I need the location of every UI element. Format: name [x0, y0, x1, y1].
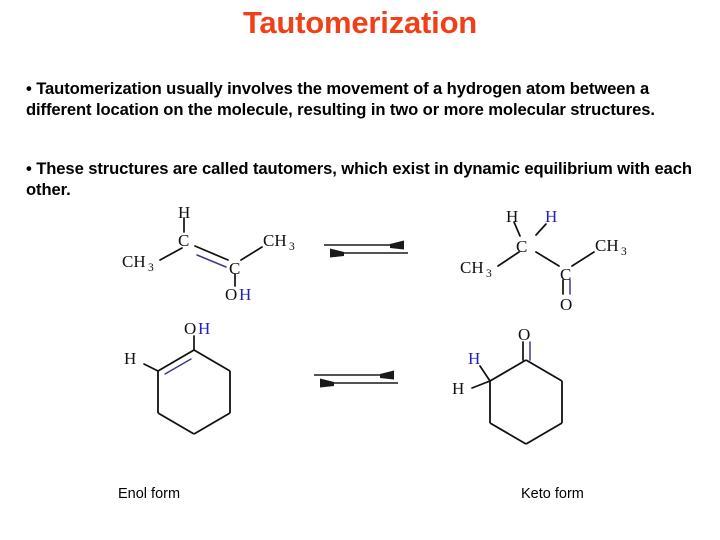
structure-enol-acyclic: CH 3 H C C CH 3 O H	[100, 203, 320, 314]
atom-ch3-left: CH	[460, 258, 484, 277]
bullet-marker: •	[26, 79, 32, 98]
atom-h-top: H	[506, 207, 518, 226]
atom-c-alpha: C	[516, 237, 527, 256]
atom-ch3-right-subscript: 3	[289, 241, 295, 253]
atom-ch3-left-subscript: 3	[148, 262, 154, 274]
label-enol-form: Enol form	[118, 486, 181, 502]
bullet-text: Tautomerization usually involves the mov…	[26, 79, 655, 119]
atom-ch3-right: CH	[263, 231, 287, 250]
atom-ch3-left: CH	[122, 252, 146, 271]
structure-enol-cyclohexene: O H H	[108, 314, 298, 444]
structure-keto-acyclic: CH 3 H H C C CH 3 O	[446, 204, 646, 319]
atom-hydrogen-vinyl: H	[124, 349, 136, 368]
atom-h-transferred: H	[545, 207, 557, 226]
atom-h-top: H	[178, 203, 190, 222]
atom-c-left: C	[178, 231, 189, 250]
atom-h-alpha: H	[452, 379, 464, 398]
atom-oxygen-hydroxyl: O	[225, 285, 237, 304]
atom-ch3-left-subscript: 3	[486, 268, 492, 280]
atom-ch3-right-subscript: 3	[621, 246, 627, 258]
equilibrium-arrows-row-1	[322, 236, 412, 264]
bullet-item-2: • These structures are called tautomers,…	[26, 158, 694, 200]
page-title: Tautomerization	[242, 5, 478, 40]
structure-keto-cyclohexanone: O H H	[446, 318, 636, 448]
label-keto-form: Keto form	[521, 486, 584, 502]
atom-hydrogen-hydroxyl: H	[239, 285, 251, 304]
bullet-marker: •	[26, 159, 32, 178]
atom-c-carbonyl: C	[560, 265, 571, 284]
atom-h-transferred: H	[468, 349, 480, 368]
atom-hydrogen-hydroxyl: H	[198, 319, 210, 338]
atom-oxygen-carbonyl: O	[560, 295, 572, 314]
bullet-item-1: • Tautomerization usually involves the m…	[26, 78, 694, 120]
atom-c-right: C	[229, 259, 240, 278]
atom-oxygen-carbonyl: O	[518, 325, 530, 344]
equilibrium-arrows-row-2	[312, 366, 402, 394]
atom-oxygen-hydroxyl: O	[184, 319, 196, 338]
atom-ch3-right: CH	[595, 236, 619, 255]
bullet-text: These structures are called tautomers, w…	[26, 159, 692, 199]
